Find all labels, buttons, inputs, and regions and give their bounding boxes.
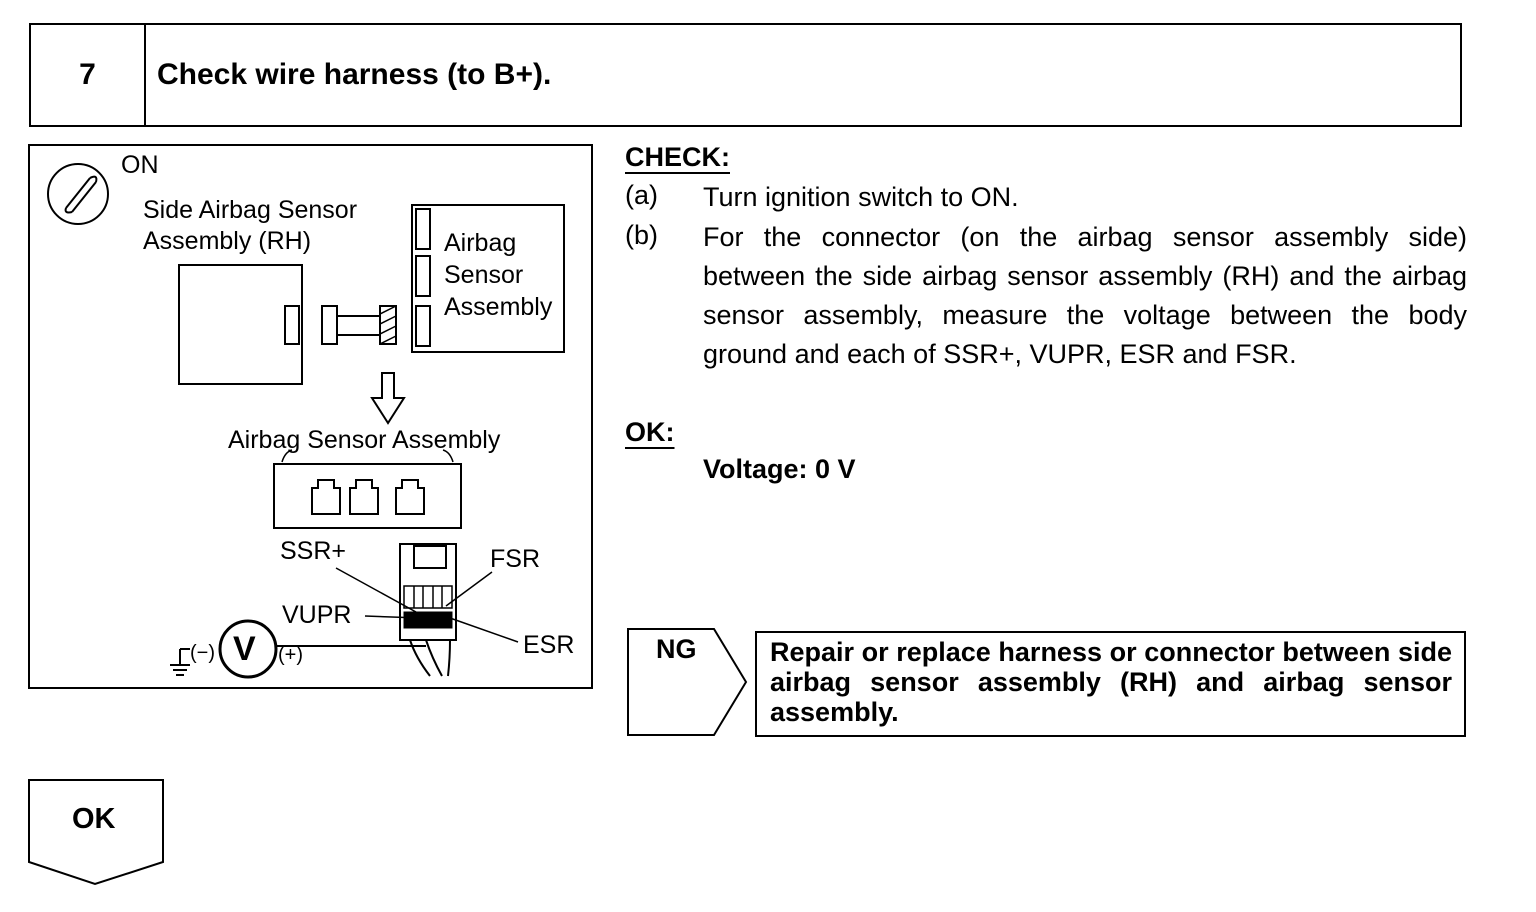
ignition-state-label: ON — [121, 151, 159, 179]
terminal-ssr-plus: SSR+ — [280, 537, 347, 565]
terminal-esr: ESR — [523, 631, 575, 659]
diagram-graphics — [47, 163, 565, 679]
ok-flow-label: OK — [72, 803, 116, 835]
connector-face — [273, 463, 462, 529]
airbag-sensor-label-2: Sensor — [444, 261, 524, 289]
step-b-letter: (b) — [625, 220, 658, 250]
airbag-sensor-label-1: Airbag — [444, 229, 517, 257]
connector-view-label: Airbag Sensor Assembly — [228, 426, 501, 454]
step-title: Check wire harness (to B+). — [157, 58, 552, 91]
voltmeter-symbol: V — [233, 630, 256, 668]
wiring-diagram: ON Side Airbag Sensor Assembly (RH) Airb… — [28, 144, 593, 689]
side-sensor-box — [178, 264, 303, 385]
check-heading: CHECK: — [625, 142, 730, 172]
terminal-fsr: FSR — [490, 545, 540, 573]
ng-action: Repair or replace harness or connector b… — [755, 631, 1466, 737]
step-number: 7 — [79, 58, 96, 91]
ok-arrow-box — [28, 779, 164, 886]
voltmeter-icon — [218, 619, 278, 679]
terminal-vupr: VUPR — [282, 601, 352, 629]
side-sensor-label-1: Side Airbag Sensor — [143, 196, 358, 224]
step-a-text: Turn ignition switch to ON. — [703, 182, 1019, 212]
probe-negative: (−) — [190, 642, 215, 664]
spec-value: Voltage: 0 V — [703, 454, 856, 484]
ng-label: NG — [656, 634, 697, 664]
ignition-key-icon — [47, 163, 109, 225]
airbag-sensor-box — [411, 204, 565, 353]
ng-arrow-box — [627, 628, 748, 736]
airbag-sensor-label-3: Assembly — [444, 293, 553, 321]
down-arrow-icon — [370, 372, 406, 425]
step-b-text: For the connector (on the airbag sensor … — [703, 222, 1467, 369]
probe-positive: (+) — [278, 644, 303, 666]
side-sensor-label-2: Assembly (RH) — [143, 227, 312, 255]
measured-plug — [399, 543, 457, 677]
header-divider — [144, 25, 146, 125]
ok-heading: OK: — [625, 417, 675, 447]
step-a-letter: (a) — [625, 180, 658, 210]
step-header: 7 Check wire harness (to B+). — [29, 23, 1462, 127]
harness-connector — [321, 305, 338, 345]
